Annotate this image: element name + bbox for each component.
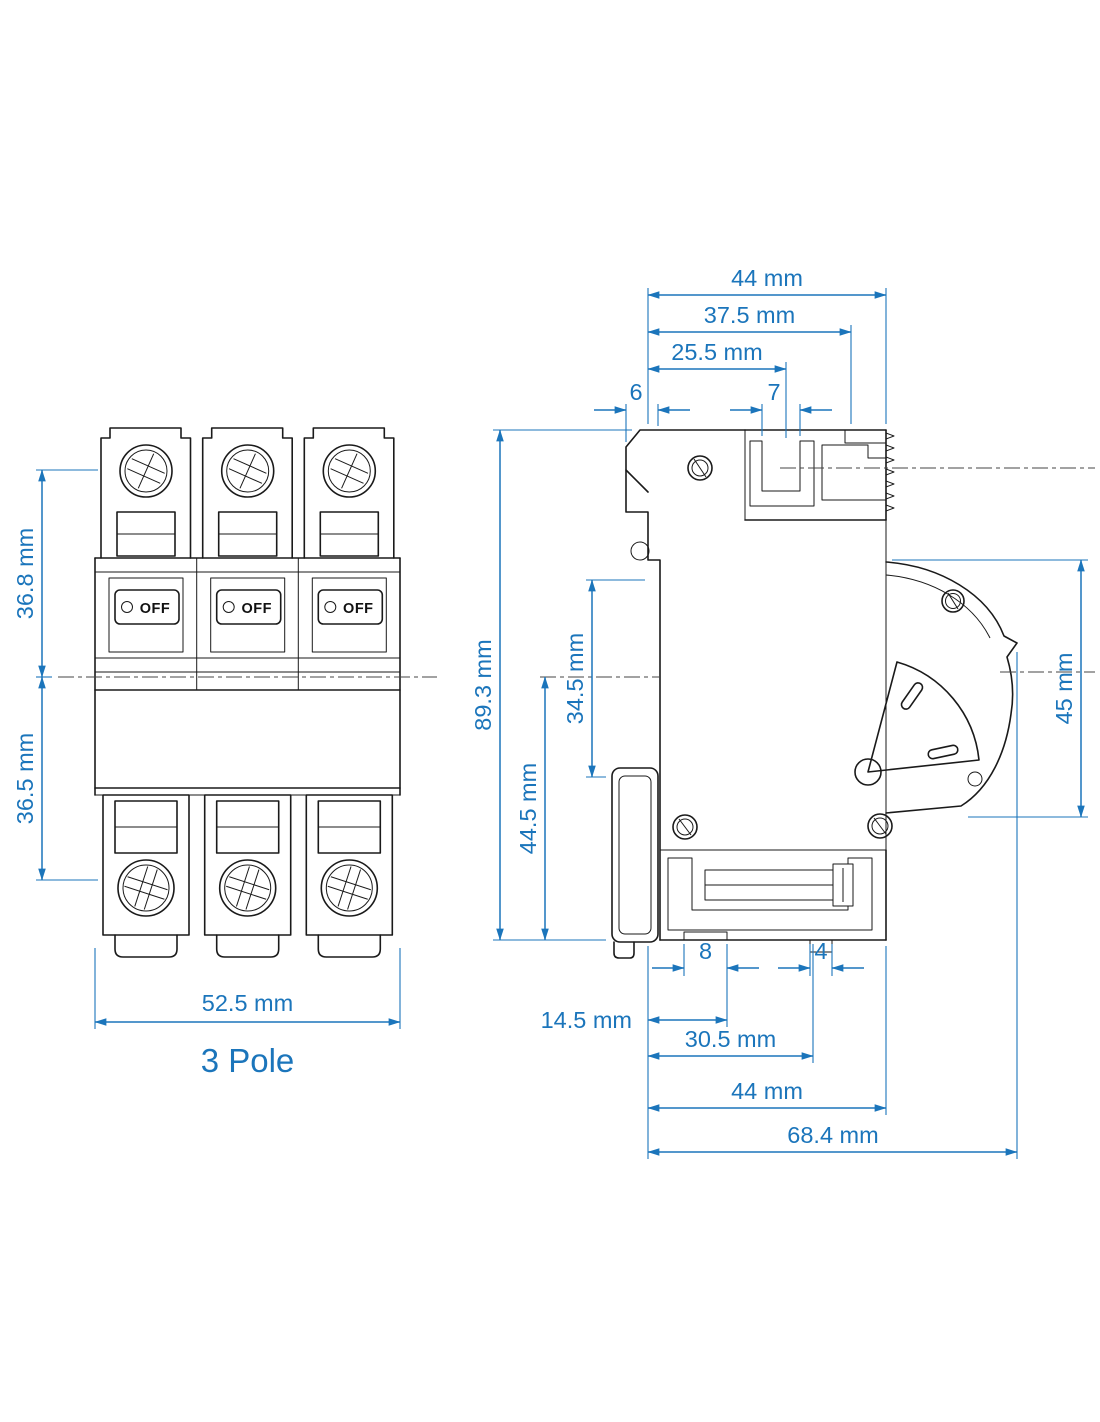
dim-label: 30.5 mm xyxy=(685,1026,776,1052)
dim-height-total-89-3: 89.3 mm xyxy=(470,429,632,941)
dim-label: 37.5 mm xyxy=(704,302,795,328)
dim-front-width: 52.5 mm xyxy=(94,948,401,1029)
front-face-profile xyxy=(885,561,1018,814)
dim-step-6: 6 xyxy=(594,379,690,442)
off-indicator-icon xyxy=(222,601,235,613)
knurled-edge xyxy=(885,432,895,512)
switch-state-label: OFF xyxy=(343,601,374,617)
side-bottom-screw-left xyxy=(672,814,698,840)
dim-slot-7: 7 xyxy=(730,379,832,436)
off-indicator-icon xyxy=(121,601,133,613)
dim-label: 89.3 mm xyxy=(470,639,496,730)
dim-bottom-30-5: 30.5 mm xyxy=(647,1026,814,1060)
din-release-plate xyxy=(611,767,659,959)
dim-label: 68.4 mm xyxy=(787,1122,878,1148)
dim-label: 6 xyxy=(629,379,642,405)
toggle-handle xyxy=(114,589,180,625)
din-clip-section xyxy=(749,440,815,507)
dim-depth-overall-68-4: 68.4 mm xyxy=(647,1122,1018,1156)
switch-state-label: OFF xyxy=(140,601,171,617)
dim-label: 34.5 mm xyxy=(562,633,588,724)
side-view-drawing xyxy=(540,429,1095,959)
dim-depth-37-5: 37.5 mm xyxy=(647,302,852,336)
dim-bottom-8: 8 xyxy=(652,938,759,976)
dim-bottom-44: 44 mm xyxy=(647,1078,887,1112)
dim-label: 44 mm xyxy=(731,265,803,291)
front-pin xyxy=(967,771,983,787)
screw-cross-icon xyxy=(124,866,168,910)
dim-label: 14.5 mm xyxy=(541,1007,632,1033)
switch-state-label: OFF xyxy=(241,601,272,617)
front-view-caption: 3 Pole xyxy=(201,1042,295,1079)
dim-label: 44.5 mm xyxy=(515,763,541,854)
din-clip-arm-section xyxy=(821,444,887,501)
side-view-dimensions: 44 mm 37.5 mm 25.5 mm 6 7 89 xyxy=(470,265,1088,1159)
toggle-handle xyxy=(317,589,384,625)
dim-center-to-bottom-44-5: 44.5 mm xyxy=(515,676,549,941)
screw-cross-icon xyxy=(327,866,371,910)
dim-front-bottom-height: 36.5 mm xyxy=(12,676,98,881)
dim-label: 44 mm xyxy=(731,1078,803,1104)
side-front-screw xyxy=(941,589,965,613)
side-bottom-screw-right xyxy=(867,813,893,839)
dim-label: 4 xyxy=(814,938,827,964)
breaker-pole: OFF xyxy=(201,427,293,958)
dim-label: 25.5 mm xyxy=(671,339,762,365)
toggle-lever xyxy=(854,661,980,786)
dim-label: 36.5 mm xyxy=(12,733,38,824)
toggle-handle xyxy=(215,589,282,625)
screw-slot-icon xyxy=(330,453,369,489)
screw-cross-icon xyxy=(226,866,270,910)
dim-label: 52.5 mm xyxy=(202,990,293,1016)
side-top-screw xyxy=(687,455,713,481)
dim-label: 7 xyxy=(767,379,780,405)
dim-bottom-14-5: 14.5 mm xyxy=(541,1007,728,1033)
dim-front-top-height: 36.8 mm xyxy=(12,469,98,678)
dim-label: 8 xyxy=(699,938,712,964)
dim-label: 36.8 mm xyxy=(12,528,38,619)
breaker-pole: OFF xyxy=(303,427,395,958)
dim-depth-top-44: 44 mm xyxy=(647,265,887,299)
extension-lines xyxy=(647,288,1018,1159)
side-left-screw xyxy=(630,541,650,561)
breaker-pole: OFF xyxy=(100,427,192,958)
dim-depth-25-5: 25.5 mm xyxy=(647,339,787,373)
screw-slot-icon xyxy=(127,453,165,489)
front-view-dimensions: 36.8 mm 36.5 mm 52.5 mm 3 Pole xyxy=(12,469,401,1079)
dim-bottom-4: 4 xyxy=(778,938,864,976)
off-indicator-icon xyxy=(324,601,337,613)
dim-label: 45 mm xyxy=(1051,653,1077,725)
dim-front-height-45: 45 mm xyxy=(892,559,1088,818)
bottom-terminal-section xyxy=(667,857,873,931)
front-view-drawing: OFF OFF xyxy=(58,427,437,958)
dim-front-34-5: 34.5 mm xyxy=(562,579,645,778)
screw-slot-icon xyxy=(228,453,267,489)
